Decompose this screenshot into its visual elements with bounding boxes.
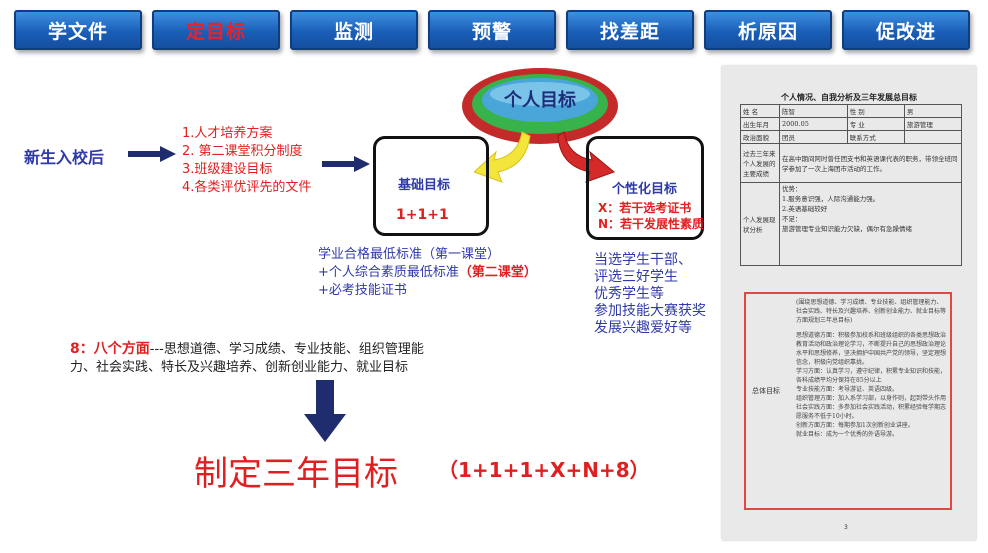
overall-goal-text: (围绕思想道德、学习成绩、专业技能、组织管理能力、社会实践、特长及兴趣培养、创新… <box>796 298 946 439</box>
personalized-goal-description: 当选学生干部、 评选三好学生 优秀学生等 参加技能大赛获奖 发展兴趣爱好等 <box>594 252 706 337</box>
personal-desc-line: 发展兴趣爱好等 <box>594 320 692 336</box>
table-cell <box>903 130 963 144</box>
table-cell: 个人发展现状分析 <box>740 182 780 266</box>
goal-item: 社会实践方面：多参加社会实践活动，积累经验每学期志愿服务不低于10小时。 <box>796 404 947 420</box>
strength-item: 2.英语基础较好 <box>782 205 828 213</box>
goal-item: 创新方面方面：每期参加1次创新创业讲座。 <box>796 422 914 429</box>
table-cell: 男 <box>903 104 963 118</box>
overall-goal-label: 总体目标 <box>752 387 780 395</box>
document-title: 个人情况、自我分析及三年发展总目标 <box>781 93 917 102</box>
final-goal-title: 制定三年目标 <box>194 454 398 494</box>
table-cell: 政治面貌 <box>740 130 780 144</box>
document-item: 2. 第二课堂积分制度 <box>182 144 303 159</box>
basic-goal-box <box>373 136 489 236</box>
final-goal-formula: （1+1+1+X+N+8） <box>438 458 650 482</box>
personal-desc-line: 当选学生干部、 <box>594 252 692 268</box>
tab-set-goals[interactable]: 定目标 <box>152 10 280 50</box>
curved-arrow-red-icon <box>557 131 615 183</box>
table-row: 过去三年来个人发展的主要成绩 在高中期间阿时曾任团支书和英语课代表的职务，带领全… <box>740 143 962 183</box>
table-cell: 联系方式 <box>846 130 905 144</box>
document-item: 4.各类评优评先的文件 <box>182 180 312 195</box>
goal-item: 组织管理方面：加入系学习部，以身作则，起到带头作用 <box>796 395 947 402</box>
basic-goal-description: 学业合格最低标准（第一课堂） +个人综合素质最低标准（第二课堂） +必考技能证书 <box>318 246 537 300</box>
start-label: 新生入校后 <box>24 148 105 167</box>
table-row: 出生年月 2000.05 专 业 旅游管理 <box>740 117 963 131</box>
tab-monitor[interactable]: 监测 <box>290 10 418 50</box>
table-cell: 性 别 <box>846 104 905 118</box>
table-cell: 陈智 <box>779 104 848 118</box>
eight-aspects-label: 8：八个方面 <box>70 341 150 357</box>
strength-item: 1.服务意识强，人际沟通能力强。 <box>782 195 880 203</box>
goal-item: 就业目标：成为一个优秀的外语导游。 <box>796 431 899 438</box>
document-table: 姓 名 陈智 性 别 男 出生年月 2000.05 专 业 旅游管理 政治面貌 … <box>740 104 963 266</box>
personal-goal-oval <box>462 68 618 144</box>
personalized-goal-box <box>586 136 704 240</box>
table-cell: 专 业 <box>846 117 905 131</box>
personalized-goal-items: X：若干选考证书 N：若干发展性素质 <box>598 200 716 232</box>
basic-desc-line: 学业合格最低标准（第一课堂） <box>318 247 501 262</box>
goal-intro: (围绕思想道德、学习成绩、专业技能、组织管理能力、社会实践、特长及兴趣培养、创新… <box>796 299 947 324</box>
table-row: 个人发展现状分析 优势： 1.服务意识强，人际沟通能力强。 2.英语基础较好 不… <box>740 182 962 266</box>
table-cell: 出生年月 <box>740 117 780 131</box>
personal-desc-line: 优秀学生等 <box>594 286 664 302</box>
table-cell: 团员 <box>779 130 848 144</box>
document-item: 1.人才培养方案 <box>182 126 273 141</box>
top-nav-bar: 学文件 定目标 监测 预警 找差距 析原因 促改进 <box>0 0 988 62</box>
table-cell: 在高中期间阿时曾任团支书和英语课代表的职务，带领全班同学参加了一次上海团市活动的… <box>779 143 962 183</box>
basic-desc-part-highlight: （第二课堂） <box>458 265 537 280</box>
goal-item: 思想道德方面：积极参加校系和班级组织的各类思想政治教育活动和政治理论学习，不断提… <box>796 332 947 366</box>
arrow-right-icon <box>128 146 176 162</box>
basic-goal-title: 基础目标 <box>398 178 451 193</box>
table-cell: 2000.05 <box>779 117 848 131</box>
basic-goal-formula: 1+1+1 <box>396 207 449 223</box>
weakness-text: 旅游管理专业知识能力欠缺，偶尔有急躁情绪 <box>782 225 912 233</box>
table-row: 政治面貌 团员 联系方式 <box>740 130 963 144</box>
document-photo: 个人情况、自我分析及三年发展总目标 姓 名 陈智 性 别 男 出生年月 2000… <box>722 66 976 540</box>
personal-goal-label: 个人目标 <box>504 90 576 111</box>
weakness-label: 不足： <box>782 215 802 223</box>
table-row: 姓 名 陈智 性 别 男 <box>740 104 963 118</box>
tab-find-gaps[interactable]: 找差距 <box>566 10 694 50</box>
eight-aspects-text: 8：八个方面---思想道德、学习成绩、专业技能、组织管理能 力、社会实践、特长及… <box>70 340 510 377</box>
personalized-goal-n: N：若干发展性素质 <box>598 217 705 231</box>
basic-desc-part: +个人综合素质最低标准 <box>318 265 459 280</box>
table-cell: 过去三年来个人发展的主要成绩 <box>740 143 780 183</box>
table-cell: 优势： 1.服务意识强，人际沟通能力强。 2.英语基础较好 不足： 旅游管理专业… <box>779 182 962 266</box>
eight-aspects-line: 8：八个方面---思想道德、学习成绩、专业技能、组织管理能 <box>70 340 510 359</box>
goal-item: 专业技能方面：考导游证、英语四级。 <box>796 386 899 393</box>
personal-desc-line: 评选三好学生 <box>594 269 678 285</box>
page-number: 3 <box>844 524 848 531</box>
goal-item: 学习方面：认真学习，遵守纪律，积累专业知识和技能，各科成绩平均分保持在85分以上 <box>796 368 947 384</box>
arrow-right-icon <box>322 156 370 172</box>
document-list: 1.人才培养方案 2. 第二课堂积分制度 3.班级建设目标 4.各类评优评先的文… <box>182 125 311 197</box>
tab-promote-improvement[interactable]: 促改进 <box>842 10 970 50</box>
personalized-goal-x: X：若干选考证书 <box>598 201 692 215</box>
tab-warning[interactable]: 预警 <box>428 10 556 50</box>
basic-desc-line: +必考技能证书 <box>318 283 407 298</box>
table-cell: 旅游管理 <box>903 117 963 131</box>
table-cell: 姓 名 <box>740 104 780 118</box>
personalized-goal-title: 个性化目标 <box>612 182 678 197</box>
personal-desc-line: 参加技能大赛获奖 <box>594 303 706 319</box>
document-item: 3.班级建设目标 <box>182 162 273 177</box>
tab-study-documents[interactable]: 学文件 <box>14 10 142 50</box>
arrow-down-icon <box>304 380 346 442</box>
eight-aspects-text-2: 力、社会实践、特长及兴趣培养、创新创业能力、就业目标 <box>70 360 409 375</box>
tab-analyze-causes[interactable]: 析原因 <box>704 10 832 50</box>
goal-highlight-box <box>744 292 952 510</box>
basic-desc-line: +个人综合素质最低标准（第二课堂） <box>318 264 537 282</box>
strengths-label: 优势： <box>782 185 802 193</box>
eight-aspects-text-1: ---思想道德、学习成绩、专业技能、组织管理能 <box>149 342 424 357</box>
